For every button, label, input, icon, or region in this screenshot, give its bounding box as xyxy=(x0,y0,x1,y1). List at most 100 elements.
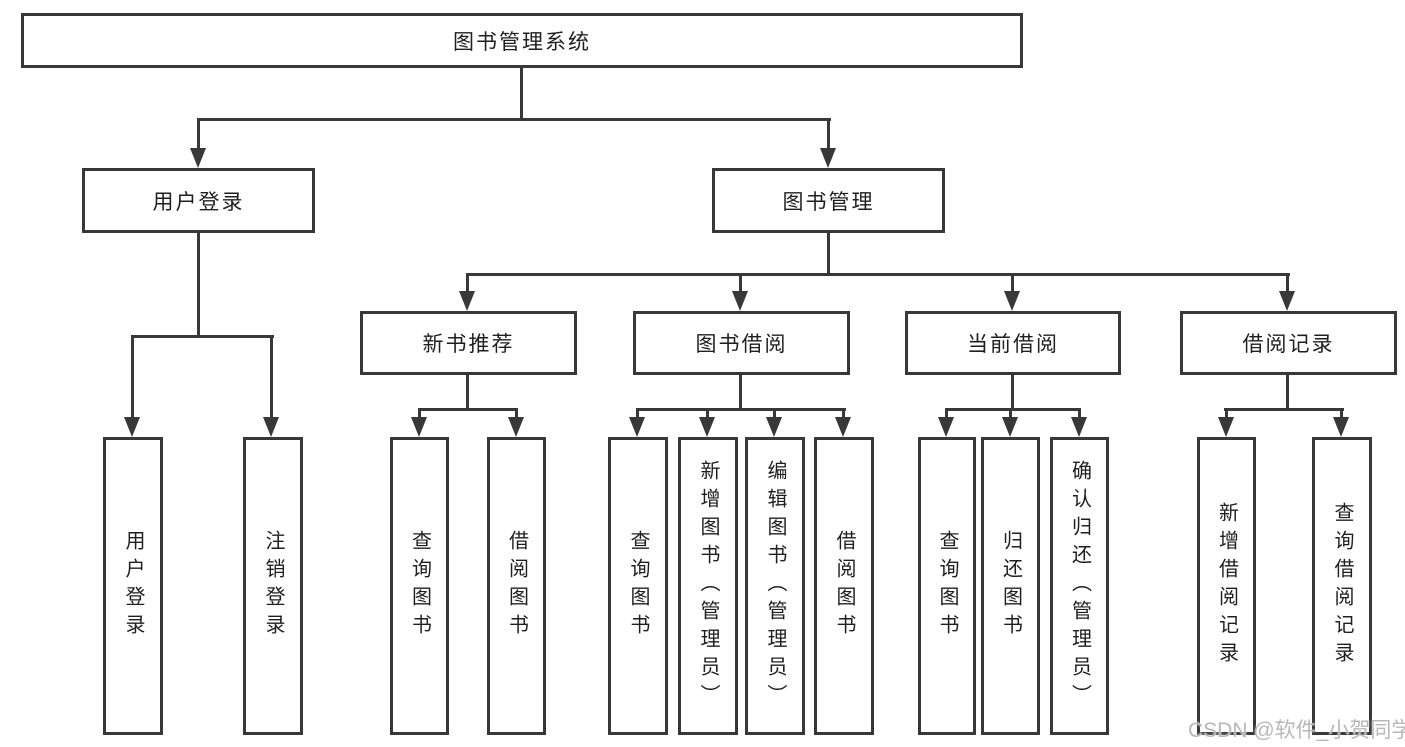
leaf-current-return-books: 归还图书 xyxy=(981,437,1040,735)
arrow-head xyxy=(629,417,645,437)
leaf-user-login: 用户登录 xyxy=(103,437,163,735)
connector-root-stem xyxy=(520,66,523,121)
arrow-head xyxy=(766,417,782,437)
leaf-current-confirm-return-admin: 确认归还（管理员） xyxy=(1050,437,1109,735)
arrow-shaft xyxy=(1078,408,1081,419)
node-label: 新书推荐 xyxy=(422,333,515,356)
node-user-login: 用户登录 xyxy=(82,168,315,233)
arrow-shaft xyxy=(945,408,948,419)
leaf-label: 新增借阅记录 xyxy=(1215,502,1238,670)
connector-recommend-stem xyxy=(466,373,469,411)
connector-user-login-stem xyxy=(197,231,200,338)
leaf-label: 查询图书 xyxy=(408,530,431,642)
node-new-book-recommend: 新书推荐 xyxy=(360,311,577,375)
arrow-shaft xyxy=(827,118,830,150)
leaf-label: 编辑图书（管理员） xyxy=(764,460,786,712)
leaf-label: 注销登录 xyxy=(262,530,284,642)
arrow-shaft xyxy=(773,408,776,419)
arrow-head xyxy=(1218,417,1234,437)
arrow-shaft xyxy=(1225,408,1228,419)
connector-level2-bar xyxy=(198,118,831,121)
arrow-to-leaf-logout xyxy=(263,335,280,437)
leaf-label: 确认归还（管理员） xyxy=(1068,460,1091,712)
arrow-head xyxy=(1071,417,1087,437)
arrow-to-user-login xyxy=(190,118,207,168)
connector-recommend-bar xyxy=(418,408,518,411)
arrow-head xyxy=(124,417,140,437)
leaf-label: 查询借阅记录 xyxy=(1331,502,1353,670)
arrow-head xyxy=(190,148,206,168)
node-label: 图书借阅 xyxy=(695,333,788,356)
leaf-borrow-edit-books-admin: 编辑图书（管理员） xyxy=(745,437,805,735)
leaf-logout: 注销登录 xyxy=(243,437,303,735)
arrow-head xyxy=(732,291,748,311)
arrow-head xyxy=(1004,291,1020,311)
connector-user-login-bar xyxy=(131,335,274,338)
arrow-head xyxy=(938,417,954,437)
leaf-records-add-record: 新增借阅记录 xyxy=(1197,437,1256,735)
arrow-head xyxy=(459,291,475,311)
arrow-shaft xyxy=(1011,273,1014,293)
arrow-shaft xyxy=(842,408,845,419)
node-label: 当前借阅 xyxy=(967,333,1059,356)
arrow-shaft xyxy=(131,335,134,419)
leaf-label: 查询图书 xyxy=(627,530,649,642)
arrow-shaft xyxy=(418,408,421,419)
arrow-to-new-book-recommend xyxy=(459,273,476,311)
arrow-head xyxy=(263,417,279,437)
arrow-shaft xyxy=(466,273,469,293)
leaf-label: 归还图书 xyxy=(999,530,1022,642)
csdn-watermark: CSDN @软件_小贺同学 xyxy=(1188,719,1405,742)
arrow-shaft xyxy=(197,118,200,150)
arrow-head xyxy=(411,417,427,437)
arrow-shaft xyxy=(1009,408,1012,419)
arrow-head xyxy=(1279,291,1295,311)
connector-book-management-stem xyxy=(827,231,830,276)
arrow-head xyxy=(835,417,851,437)
connector-records-bar xyxy=(1224,408,1344,411)
leaf-records-query-record: 查询借阅记录 xyxy=(1312,437,1372,735)
arrow-to-leaf xyxy=(699,408,716,437)
node-borrow-records: 借阅记录 xyxy=(1180,311,1397,375)
arrow-shaft xyxy=(1340,408,1343,419)
connector-borrow-bar xyxy=(636,408,846,411)
arrow-head xyxy=(508,417,524,437)
leaf-label: 查询图书 xyxy=(936,530,958,642)
node-label: 借阅记录 xyxy=(1242,333,1335,356)
node-book-management: 图书管理 xyxy=(712,168,945,233)
arrow-shaft xyxy=(515,408,518,419)
node-current-borrow: 当前借阅 xyxy=(905,311,1121,375)
node-label: 图书管理系统 xyxy=(453,30,591,54)
leaf-label: 借阅图书 xyxy=(505,530,528,642)
connector-records-stem xyxy=(1286,373,1289,411)
leaf-recommend-query-books: 查询图书 xyxy=(390,437,449,735)
arrow-shaft xyxy=(739,273,742,293)
node-book-borrow: 图书借阅 xyxy=(633,311,850,375)
arrow-to-current-borrow xyxy=(1004,273,1021,311)
arrow-to-leaf xyxy=(1002,408,1019,437)
connector-current-bar xyxy=(945,408,1081,411)
connector-borrow-stem xyxy=(739,373,742,411)
arrow-to-leaf xyxy=(508,408,525,437)
arrow-head xyxy=(820,148,836,168)
leaf-label: 用户登录 xyxy=(122,530,144,642)
arrow-head xyxy=(1333,417,1349,437)
connector-current-stem xyxy=(1011,373,1014,411)
arrow-to-leaf-user-login xyxy=(124,335,141,437)
arrow-to-leaf xyxy=(1333,408,1350,437)
arrow-to-leaf xyxy=(835,408,852,437)
node-label: 用户登录 xyxy=(152,190,245,214)
arrow-to-leaf xyxy=(1218,408,1235,437)
arrow-head xyxy=(1002,417,1018,437)
leaf-label: 借阅图书 xyxy=(833,530,855,642)
leaf-recommend-borrow-books: 借阅图书 xyxy=(487,437,546,735)
arrow-to-book-management xyxy=(820,118,837,168)
arrow-to-leaf xyxy=(1071,408,1088,437)
arrow-head xyxy=(699,417,715,437)
arrow-shaft xyxy=(636,408,639,419)
leaf-current-query-books: 查询图书 xyxy=(918,437,976,735)
arrow-shaft xyxy=(1286,273,1289,293)
arrow-shaft xyxy=(270,335,273,419)
node-label: 图书管理 xyxy=(782,190,875,214)
arrow-to-leaf xyxy=(411,408,428,437)
